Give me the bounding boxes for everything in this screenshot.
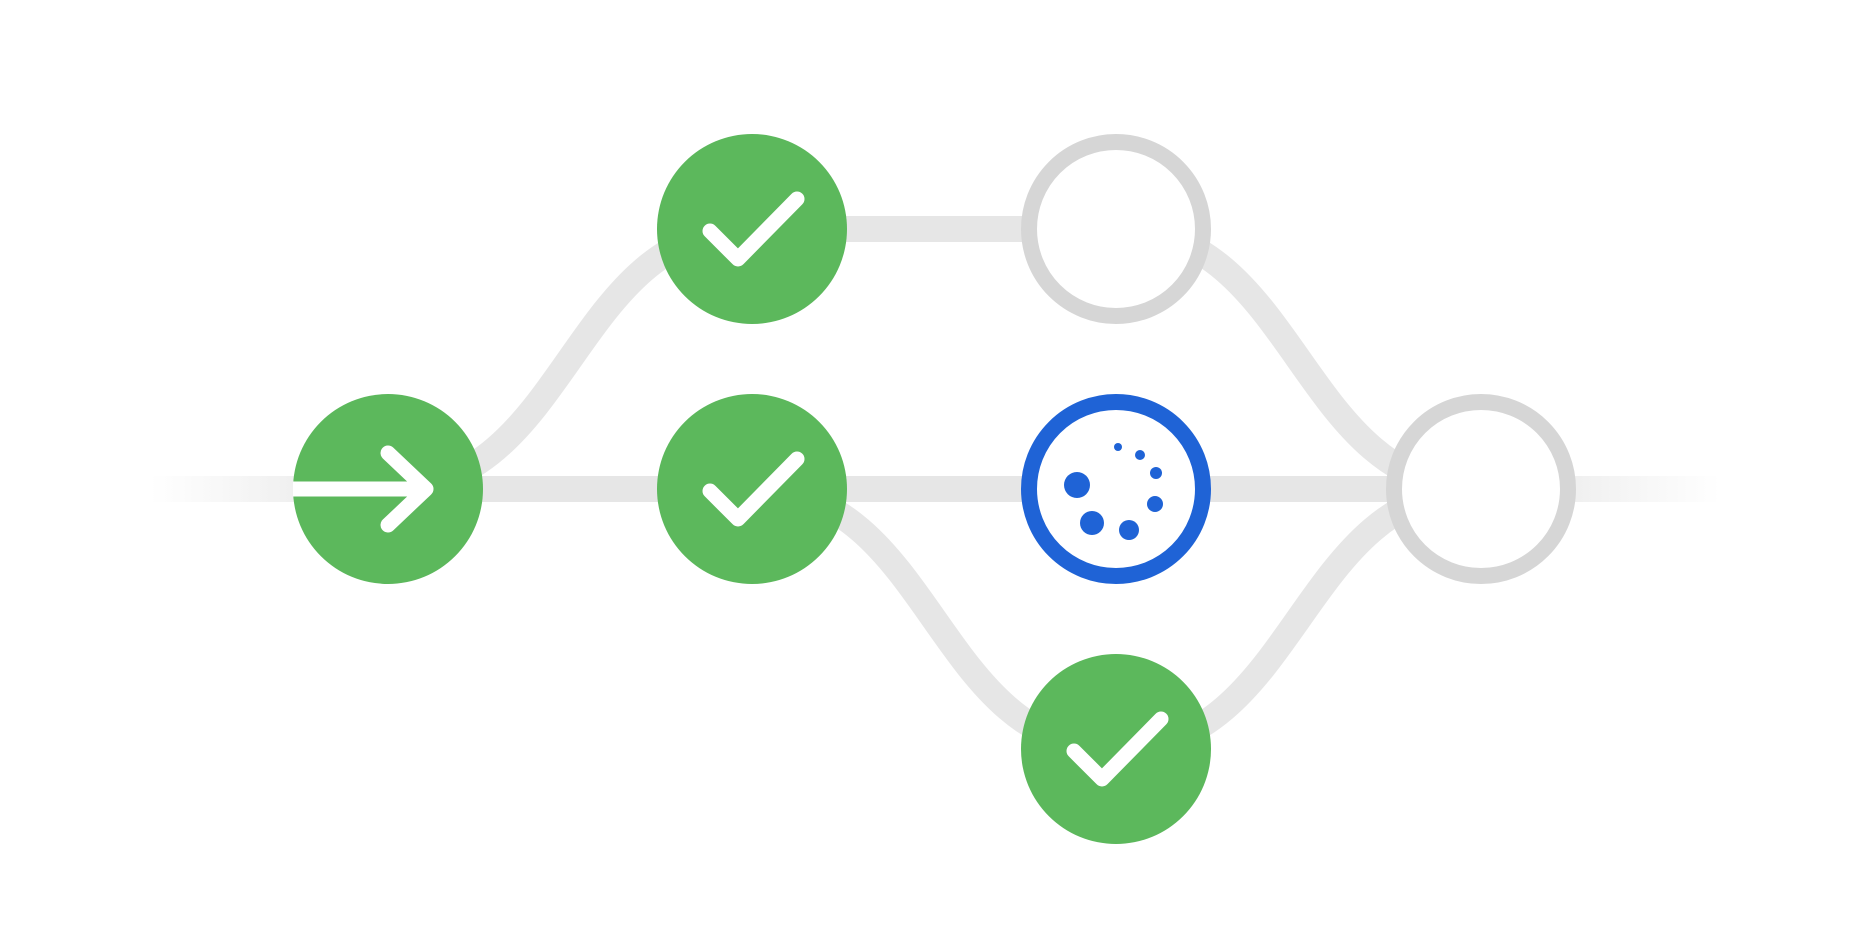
node-layer xyxy=(293,134,1576,844)
pending-status-ring xyxy=(1386,394,1576,584)
checkmark-icon xyxy=(1066,711,1169,787)
spinner-icon xyxy=(1064,443,1163,540)
arrow-right-icon xyxy=(293,445,434,533)
pipeline-node-stage-2-top xyxy=(1021,134,1211,324)
pipeline-node-stage-2-middle xyxy=(1021,394,1211,584)
pipeline-node-stage-1-top xyxy=(657,134,847,324)
pipeline-node-end xyxy=(1386,394,1576,584)
checkmark-icon xyxy=(702,191,805,267)
checkmark-icon xyxy=(702,451,805,527)
pipeline-node-stage-1-middle xyxy=(657,394,847,584)
success-status-circle xyxy=(657,134,847,324)
success-status-circle xyxy=(1021,654,1211,844)
pipeline-node-stage-2-bottom xyxy=(1021,654,1211,844)
success-status-circle xyxy=(657,394,847,584)
pipeline-node-start xyxy=(293,394,483,584)
running-status-ring xyxy=(1021,394,1211,584)
pending-status-ring xyxy=(1021,134,1211,324)
